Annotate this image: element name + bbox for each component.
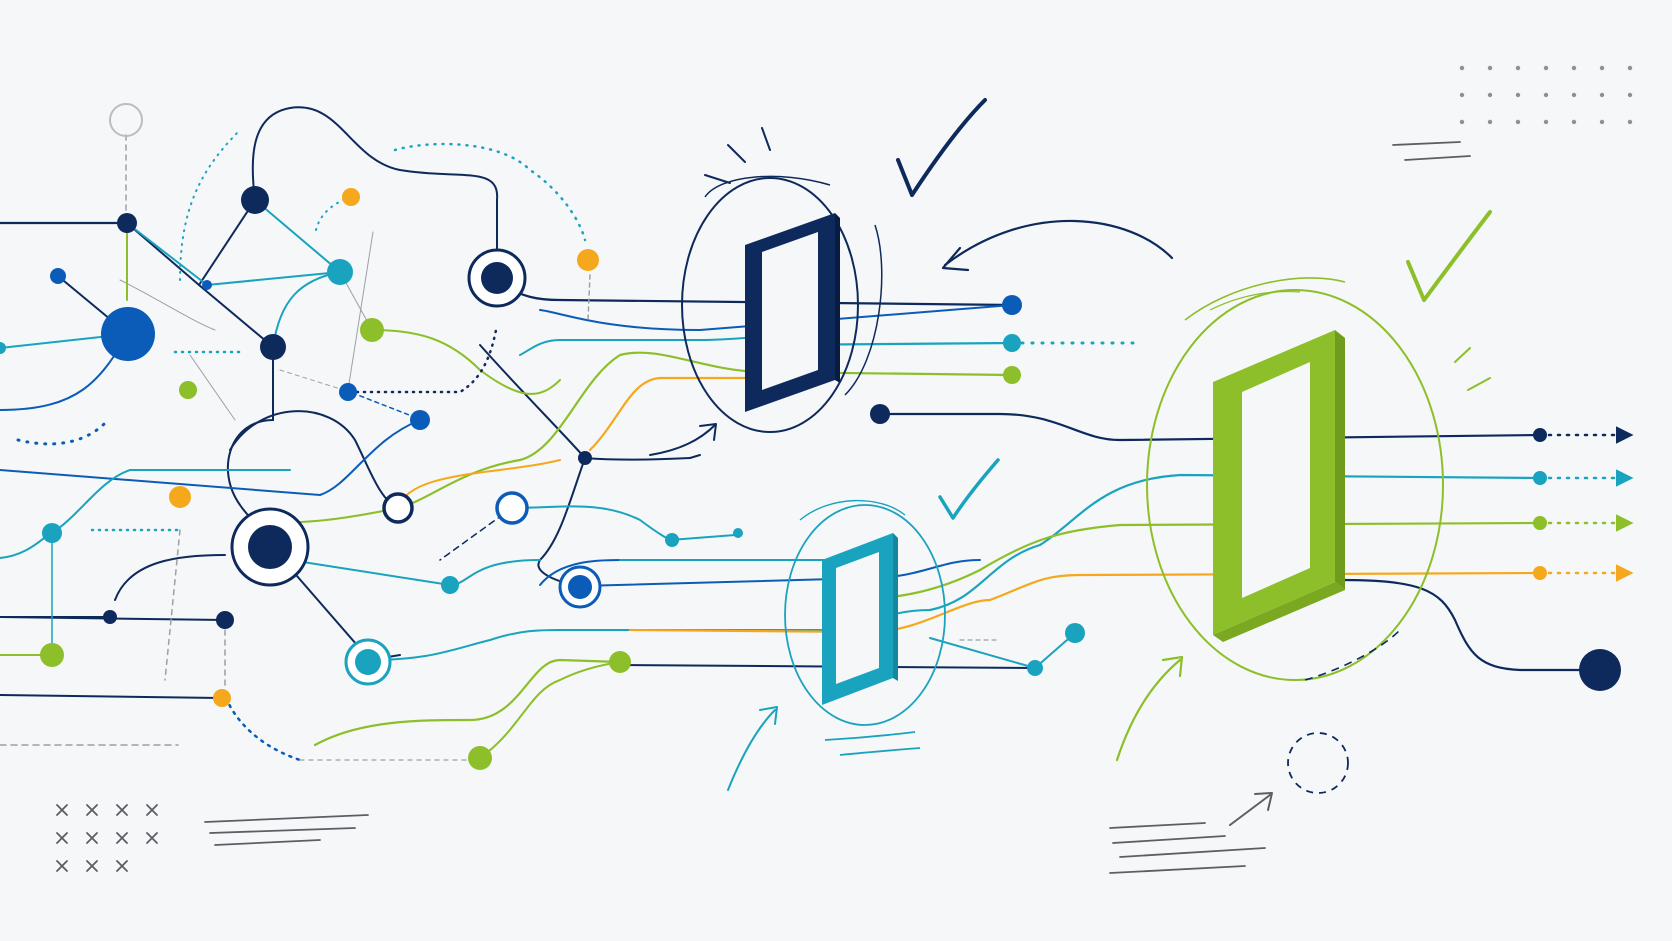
network-node	[241, 186, 269, 214]
network-node	[1027, 660, 1043, 676]
gate-green-icon	[1213, 330, 1345, 642]
grid-dot	[1599, 65, 1605, 71]
curved-arrow-icon	[649, 219, 1273, 826]
grid-dot	[1459, 65, 1465, 71]
network-hub-ring	[495, 491, 529, 525]
network-node	[733, 528, 743, 538]
network-node	[609, 651, 631, 673]
network-node	[578, 451, 592, 465]
checkmark-icon	[896, 98, 1492, 520]
network-node	[169, 486, 191, 508]
grid-dot	[1459, 119, 1465, 125]
grid-dot	[1599, 119, 1605, 125]
grid-dot	[1515, 92, 1521, 98]
network-node	[40, 643, 64, 667]
network-node	[50, 268, 66, 284]
grid-dot	[1543, 119, 1549, 125]
network-node	[260, 334, 286, 360]
gate-navy	[681, 175, 883, 433]
network-node	[468, 746, 492, 770]
network-node	[577, 249, 599, 271]
grid-dot	[1627, 92, 1633, 98]
grid-dot	[1543, 65, 1549, 71]
grid-dot	[1543, 92, 1549, 98]
network-node	[117, 213, 137, 233]
grid-dot	[1515, 119, 1521, 125]
gate-teal	[784, 499, 946, 756]
cross-mark	[86, 832, 98, 844]
sketch-strokes	[204, 141, 1471, 874]
cross-mark	[146, 804, 158, 816]
cross-mark	[116, 860, 128, 872]
network-node	[1533, 516, 1547, 530]
gate-navy-icon	[745, 213, 840, 412]
grid-dot	[1571, 119, 1577, 125]
cross-mark	[86, 804, 98, 816]
gate-green	[1146, 277, 1444, 681]
grid-dot	[1571, 92, 1577, 98]
network-node	[1533, 566, 1547, 580]
network-node	[339, 383, 357, 401]
gate-teal-icon	[822, 533, 898, 705]
network-hub-core	[568, 575, 592, 599]
network-node	[1065, 623, 1085, 643]
sparkle-lines	[704, 127, 1491, 391]
network-node	[179, 381, 197, 399]
dot-grid-icon	[1459, 65, 1633, 125]
grid-dot	[1487, 65, 1493, 71]
network-node	[1003, 334, 1021, 352]
network-node	[42, 523, 62, 543]
network-node	[410, 410, 430, 430]
network-node	[101, 307, 155, 361]
cross-mark	[56, 804, 68, 816]
cross-mark	[146, 832, 158, 844]
network-node	[213, 689, 231, 707]
network-hub-core	[355, 649, 381, 675]
network-node	[202, 280, 212, 290]
network-node	[441, 576, 459, 594]
network-node	[1533, 428, 1547, 442]
grid-dot	[1487, 119, 1493, 125]
network-node	[342, 188, 360, 206]
network-nodes	[0, 186, 1621, 770]
decorative-circles	[109, 103, 1349, 794]
network-node	[1002, 295, 1022, 315]
network-node	[0, 342, 6, 354]
network-hub-core	[481, 262, 513, 294]
network-hub-core	[248, 525, 292, 569]
network-node	[1533, 471, 1547, 485]
cross-mark	[86, 860, 98, 872]
network-node	[216, 611, 234, 629]
network-node	[665, 533, 679, 547]
cross-mark	[116, 804, 128, 816]
cross-mark	[56, 860, 68, 872]
network-node	[327, 259, 353, 285]
grid-dot	[1515, 65, 1521, 71]
network-node	[1579, 649, 1621, 691]
grid-dot	[1571, 65, 1577, 71]
grid-dot	[1459, 92, 1465, 98]
cross-mark	[56, 832, 68, 844]
network-hub-ring	[382, 492, 414, 524]
grid-dot	[1627, 65, 1633, 71]
network-node	[103, 610, 117, 624]
grid-dot	[1627, 119, 1633, 125]
network-node	[360, 318, 384, 342]
grid-dot	[1487, 92, 1493, 98]
network-node	[1003, 366, 1021, 384]
cross-mark	[116, 832, 128, 844]
cross-grid-icon	[56, 804, 158, 872]
network-node	[870, 404, 890, 424]
grid-dot	[1599, 92, 1605, 98]
